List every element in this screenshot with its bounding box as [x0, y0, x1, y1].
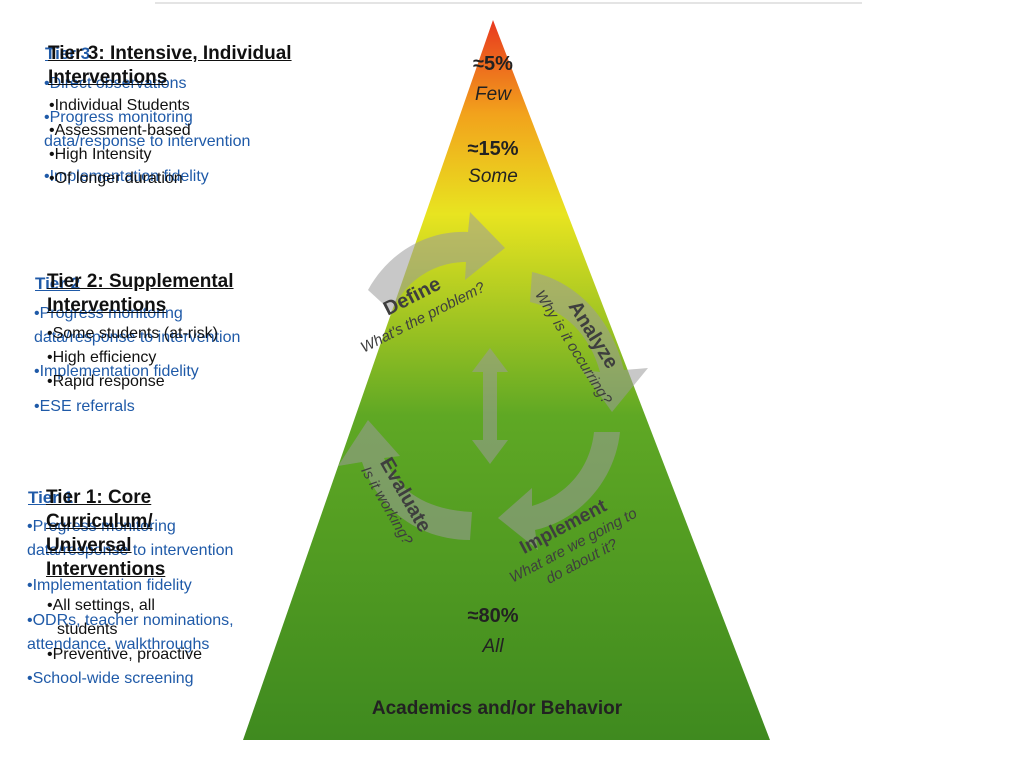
tier3-blue-item-1: •Direct observations	[44, 75, 187, 92]
tier3-heading-line2: Interventions	[48, 67, 168, 88]
tier3-blue-item-4: •Implementation fidelity	[44, 168, 209, 185]
cycle-arrows	[338, 212, 648, 550]
tier1-blue-title[interactable]: Tier 1	[28, 488, 74, 507]
tier1-sublabel: All	[481, 636, 504, 657]
tier1-heading: Tier 1: Core Curriculum/ Universal Inter…	[46, 486, 165, 582]
tier1-blue-item-5: attendance, walkthroughs	[27, 636, 210, 653]
tier1-heading-line4: Interventions	[46, 559, 166, 580]
tier2-item-2: •High efficiency	[47, 349, 157, 366]
tier2-blue-item-1: •Progress monitoring	[34, 305, 183, 322]
tier1-item-2: students	[57, 621, 118, 638]
tier2-blue-title[interactable]: Tier 2	[35, 274, 81, 293]
tier3-percent: ≈5%	[473, 53, 513, 75]
tier3-item-1: •Individual Students	[49, 97, 190, 114]
tier1-blue-item-4: •ODRs, teacher nominations,	[27, 612, 234, 629]
tier2-item-1: •Some students (at-risk)	[47, 325, 218, 342]
tier3-item-2: •Assessment-based	[49, 122, 191, 139]
tier1-heading-line1: Tier 1: Core	[46, 487, 152, 508]
tier1-heading-line3: Universal	[46, 535, 132, 556]
tier3-heading-line1: Tier 3: Intensive, Individual	[48, 43, 292, 64]
tier2-sublabel: Some	[468, 166, 518, 187]
tier2-blue-item-3: •Implementation fidelity	[34, 363, 199, 380]
evaluate-arrow	[338, 420, 472, 540]
center-double-arrow	[472, 348, 508, 464]
tier1-item-3: •Preventive, proactive	[47, 646, 203, 663]
tier2-heading-line2: Interventions	[47, 295, 167, 316]
tier2-blue-item-2: data/response to intervention	[34, 329, 241, 346]
tier1-blue-item-1: •Progress monitoring	[27, 518, 176, 535]
tier1-heading-line2: Curriculum/	[46, 511, 153, 532]
tier2-blue-item-4: •ESE referrals	[34, 398, 135, 415]
tier3-item-3: •High Intensity	[49, 146, 152, 163]
tier3-heading: Tier 3: Intensive, Individual Interventi…	[48, 42, 292, 90]
tier3-sublabel: Few	[475, 84, 512, 105]
tier3-blue-item-2: •Progress monitoring	[44, 109, 193, 126]
tier2-heading: Tier 2: Supplemental Interventions	[47, 270, 234, 318]
tier1-item-1: •All settings, all	[47, 597, 155, 614]
pyramid-shape	[243, 20, 770, 740]
pyramid-base-label: Academics and/or Behavior	[372, 698, 623, 719]
tier3-blue-item-3: data/response to intervention	[44, 133, 251, 150]
define-arrow	[368, 212, 505, 312]
tier1-blue-item-3: •Implementation fidelity	[27, 577, 192, 594]
tier2-item-3: •Rapid response	[47, 373, 165, 390]
implement-arrow	[498, 432, 620, 550]
tier1-blue-item-6: •School-wide screening	[27, 670, 194, 687]
tier1-percent: ≈80%	[467, 605, 518, 627]
tier3-blue-title[interactable]: Tier 3	[45, 44, 91, 63]
tier1-blue-item-2: data/response to intervention	[27, 542, 234, 559]
tier3-item-4: •Of longer duration	[49, 170, 183, 187]
tier2-heading-line1: Tier 2: Supplemental	[47, 271, 234, 292]
tier2-percent: ≈15%	[467, 138, 518, 160]
analyze-arrow	[530, 272, 648, 412]
